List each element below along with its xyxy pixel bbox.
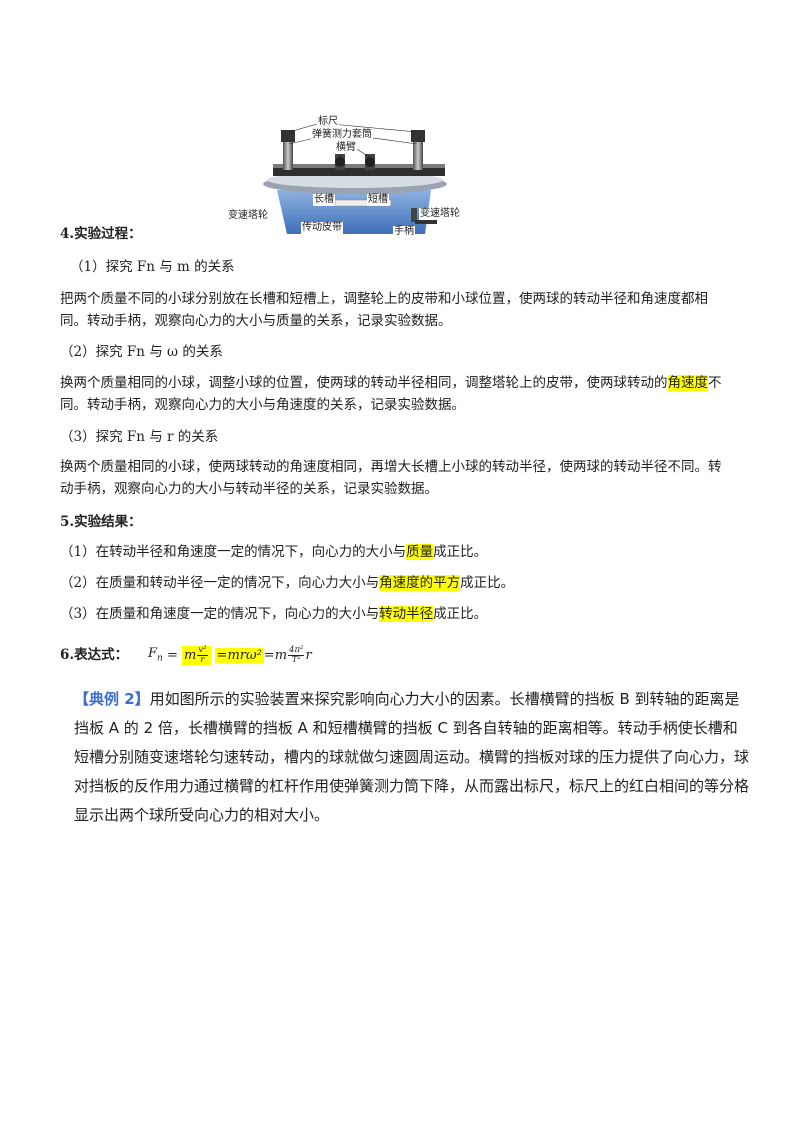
formula-n: n [157,653,163,664]
result-2: （2）在质量和转动半径一定的情况下，向心力大小与角速度的平方成正比。 [60,573,514,593]
highlight-angular-velocity-squared: 角速度的平方 [379,575,461,591]
term1-m: m [184,647,197,663]
section4-para1-line1: 把两个质量不同的小球分别放在长槽和短槽上，调整轮上的皮带和小球位置，使两球的转动… [60,291,708,307]
result-1-text-a: （1）在转动半径和角速度一定的情况下，向心力的大小与 [60,544,407,560]
term1-denominator: r [200,654,205,665]
result-2-text-b: 成正比。 [460,575,515,591]
term3-denominator: T² [291,654,301,665]
result-1-text-b: 成正比。 [433,544,488,560]
section4-sub3: （3）探究 Fn 与 r 的关系 [60,429,219,445]
highlight-mass: 质量 [406,544,434,560]
label-ruler: 标尺 [317,116,339,128]
result-2-text-a: （2）在质量和转动半径一定的情况下，向心力大小与 [60,575,380,591]
highlight-radius: 转动半径 [379,606,434,622]
example-tag: 【典例 2】 [74,690,150,708]
result-3: （3）在质量和角速度一定的情况下，向心力的大小与转动半径成正比。 [60,604,487,624]
para2-text-a: 换两个质量相同的小球，调整小球的位置，使两球的转动半径相同，调整塔轮上的皮带，使… [60,375,668,391]
term3-m: m [274,647,288,663]
section4-sub1: （1）探究 Fn 与 m 的关系 [70,259,235,275]
example-text: 用如图所示的实验装置来探究影响向心力大小的因素。长槽横臂的挡板 B 到转轴的距离… [74,690,750,824]
result-3-text-a: （3）在质量和角速度一定的情况下，向心力的大小与 [60,606,380,622]
label-short-groove: 短槽 [367,194,389,206]
section5-heading: 5.实验结果： [60,514,142,530]
label-arm: 横臂 [335,142,357,154]
label-belt: 传动皮带 [301,222,343,234]
section4-para3-line2: 动手柄，观察向心力的大小与转动半径的关系，记录实验数据。 [60,481,438,497]
section4-para3-line1: 换两个质量相同的小球，使两球转动的角速度相同，再增大长槽上小球的转动半径，使两球… [60,459,722,475]
example-paragraph: 【典例 2】用如图所示的实验装置来探究影响向心力大小的因素。长槽横臂的挡板 B … [74,685,750,830]
para2-text-b: 不 [708,375,722,391]
label-spring-sleeve: 弹簧测力套筒 [311,129,373,141]
result-3-text-b: 成正比。 [433,606,488,622]
term3-numerator: 4π² [288,644,305,656]
label-left-pulley: 变速塔轮 [227,210,269,222]
label-handle: 手柄 [393,226,415,238]
highlight-angular-velocity: 角速度 [667,375,708,391]
formula-equals: = [162,647,182,663]
section4-para2-line2: 同。转动手柄，观察向心力的大小与角速度的关系，记录实验数据。 [60,397,465,413]
formula-lhs: Fn [148,646,163,664]
result-1: （1）在转动半径和角速度一定的情况下，向心力的大小与质量成正比。 [60,542,487,562]
term3-r: r [305,647,312,663]
section4-para1-line2: 同。转动手柄，观察向心力的大小与质量的关系，记录实验数据。 [60,313,452,329]
highlight-term2: =mrω² [214,647,264,663]
label-right-pulley: 变速塔轮 [419,208,461,220]
section4-heading: 4.实验过程： [60,226,142,242]
term1-numerator: v² [197,644,208,656]
formula-equals-2: = [263,647,275,663]
section6-heading: 6.表达式： [60,647,129,663]
label-long-groove: 长槽 [313,194,335,206]
section4-sub2: （2）探究 Fn 与 ω 的关系 [60,344,223,360]
apparatus-figure: 标尺 弹簧测力套筒 横臂 长槽 短槽 变速塔轮 变速塔轮 传动皮带 手柄 [225,112,465,240]
formula-f: F [148,646,158,662]
section4-para2-line1: 换两个质量相同的小球，调整小球的位置，使两球的转动半径相同，调整塔轮上的皮带，使… [60,373,722,393]
